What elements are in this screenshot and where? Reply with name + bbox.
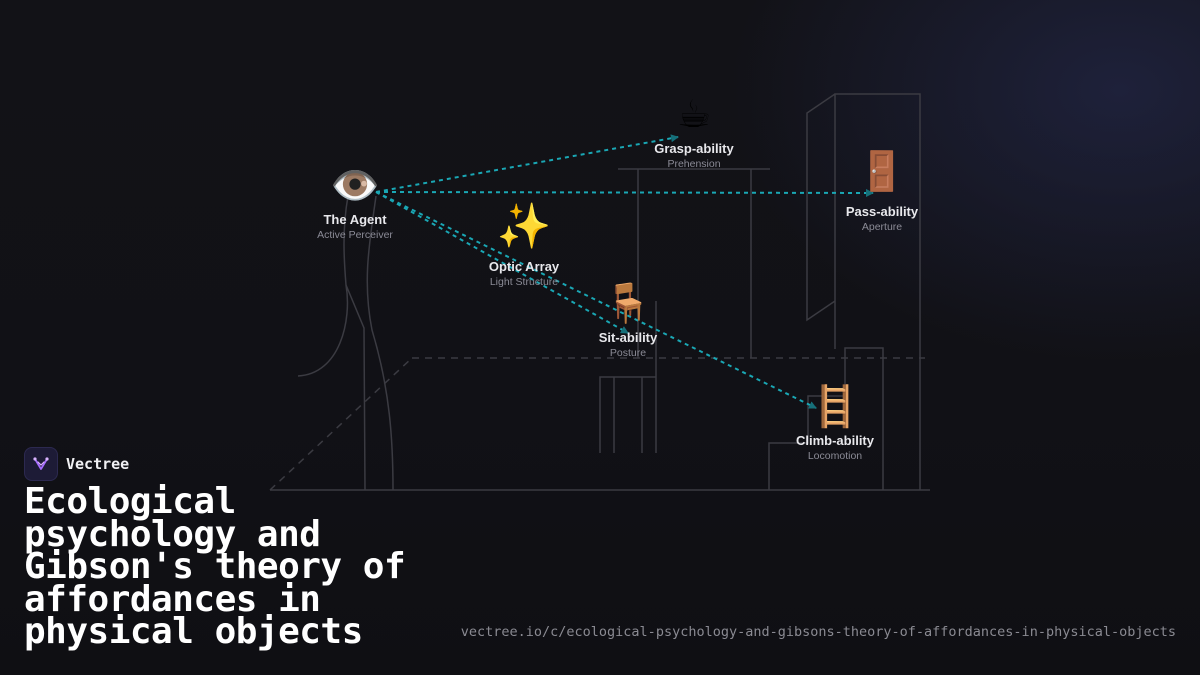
chair-icon: 🪑 [604, 281, 652, 325]
sit-sublabel: Posture [609, 347, 647, 359]
climb-sublabel: Locomotion [807, 450, 863, 462]
steps-sketch [768, 347, 884, 490]
eye-icon: 👁️ [330, 163, 380, 209]
brand: Vectree [24, 447, 129, 481]
pass-sublabel: Aperture [861, 221, 903, 233]
sit-node: 🪑 Sit-ability Posture [528, 284, 728, 360]
grasp-node: ☕ Grasp-ability Prehension [594, 95, 794, 171]
edge-agent-to-pass [375, 188, 874, 197]
sit-label: Sit-ability [598, 330, 658, 345]
table-sketch [618, 168, 770, 358]
pass-node: 🚪 Pass-ability Aperture [782, 152, 982, 234]
optic-node: ✨ Optic Array Light Structure [424, 205, 624, 289]
climb-label: Climb-ability [795, 433, 874, 448]
grasp-sublabel: Prehension [667, 158, 721, 170]
coffee-cup-icon: ☕ [676, 92, 712, 136]
edge-agent-to-sit [375, 191, 629, 334]
page-title: Ecological psychology and Gibson's theor… [24, 481, 406, 652]
optic-sublabel: Light Structure [489, 276, 559, 288]
door-sketch [806, 93, 921, 490]
perspective-line [269, 357, 413, 491]
grasp-label: Grasp-ability [654, 141, 734, 156]
edge-agent-to-climb [375, 191, 817, 409]
agent-node: 👁️ The Agent Active Perceiver [255, 166, 455, 242]
brand-name: Vectree [66, 455, 130, 473]
climb-node: 🪜 Climb-ability Locomotion [735, 387, 935, 463]
figure-silhouette [297, 195, 394, 491]
ladder-icon: 🪜 [810, 384, 860, 430]
door-icon: 🚪 [858, 149, 906, 193]
chair-sketch [599, 301, 657, 453]
affordance-connections [375, 134, 874, 409]
agent-sublabel: Active Perceiver [317, 229, 393, 241]
pass-label: Pass-ability [845, 204, 919, 219]
room-sketch [269, 93, 930, 491]
sparkles-icon: ✨ [496, 201, 552, 252]
optic-label: Optic Array [488, 259, 560, 274]
agent-label: The Agent [323, 212, 387, 227]
vectree-logo-icon [24, 447, 58, 481]
page-url[interactable]: vectree.io/c/ecological-psychology-and-g… [460, 624, 1176, 640]
edge-agent-to-grasp [375, 134, 679, 193]
